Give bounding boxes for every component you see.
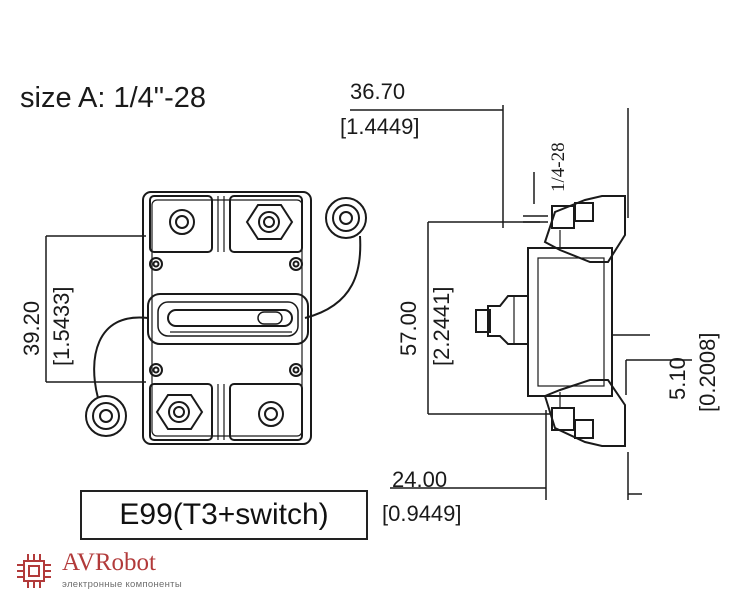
aux-terminal-bottom xyxy=(85,395,127,437)
base-depth-inch: [0.2008] xyxy=(695,332,720,412)
top-width-mm: 36.70 xyxy=(350,79,406,104)
front-height-inch: [1.5433] xyxy=(49,286,74,366)
brand-watermark: AVRobot электронные компоненты xyxy=(12,549,232,594)
side-height-inch: [2.2441] xyxy=(429,286,454,366)
brand-subtitle: электронные компоненты xyxy=(62,579,182,590)
side-width-mm: 24.00 xyxy=(392,467,448,492)
dim-front-height xyxy=(45,235,146,383)
model-label-box: E99(T3+switch) xyxy=(80,490,368,540)
side-dimension-lines xyxy=(350,105,692,500)
reset-lever xyxy=(167,309,293,327)
top-width-inch: [1.4449] xyxy=(340,114,420,139)
front-height-mm: 39.20 xyxy=(19,300,44,356)
chip-logo-icon xyxy=(17,554,51,588)
thread-label: 1/4-28 xyxy=(548,142,569,192)
aux-terminal-top xyxy=(325,197,367,239)
side-view xyxy=(475,195,626,447)
front-view xyxy=(85,191,367,445)
side-width-inch: [0.9449] xyxy=(382,501,462,526)
size-title: size A: 1/4"-28 xyxy=(20,82,207,114)
terminal-nut-bottom xyxy=(155,394,204,430)
lever-window xyxy=(147,293,309,345)
base-depth-mm: 5.10 xyxy=(665,357,690,400)
brand-name: AVRobot xyxy=(62,549,157,576)
side-height-mm: 57.00 xyxy=(396,300,421,356)
model-label: E99(T3+switch) xyxy=(119,498,329,531)
terminal-nut-top xyxy=(245,204,294,240)
